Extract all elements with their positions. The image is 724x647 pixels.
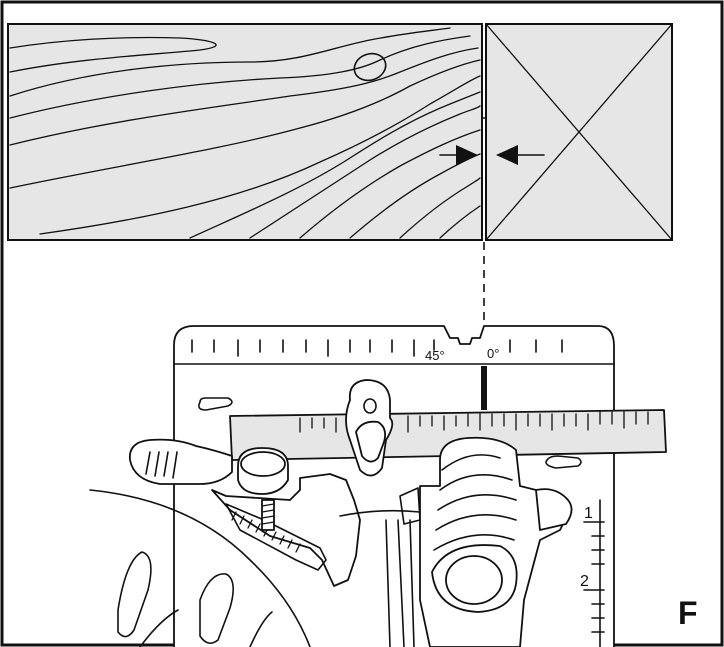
rip-fence-rail bbox=[229, 409, 667, 461]
bevel-scale-ticks bbox=[191, 339, 563, 357]
blade-indicator-mark bbox=[481, 366, 487, 410]
bevel-label-0: 0° bbox=[487, 346, 499, 361]
base-slot-right bbox=[545, 455, 582, 469]
bracket-screw bbox=[261, 499, 275, 531]
wood-board bbox=[7, 23, 490, 241]
fence-lock-knob[interactable] bbox=[345, 379, 394, 477]
depth-label-1: 1 bbox=[584, 505, 593, 522]
depth-scale: 1 2 bbox=[580, 499, 605, 647]
bevel-lock-lever[interactable] bbox=[128, 438, 233, 485]
saw-base-plate: 45° 0° bbox=[173, 325, 615, 647]
bevel-bracket bbox=[211, 473, 361, 587]
board-end-view bbox=[485, 23, 673, 241]
saw-blade-frame bbox=[339, 487, 421, 647]
wood-knot bbox=[353, 52, 387, 82]
saw-motor-housing bbox=[89, 489, 311, 647]
alignment-arrow-right bbox=[496, 145, 545, 165]
bevel-label-45: 45° bbox=[425, 348, 445, 363]
depth-label-2: 2 bbox=[580, 573, 589, 590]
panel-letter: F bbox=[678, 595, 698, 631]
rip-fence-ticks bbox=[299, 411, 649, 433]
alignment-arrow-left bbox=[439, 145, 478, 165]
depth-adjust-knob[interactable] bbox=[419, 436, 573, 647]
wood-grain bbox=[9, 27, 481, 239]
bevel-adjust-knob[interactable] bbox=[237, 447, 289, 495]
base-slot bbox=[198, 397, 233, 411]
bracket-teeth bbox=[231, 511, 301, 553]
